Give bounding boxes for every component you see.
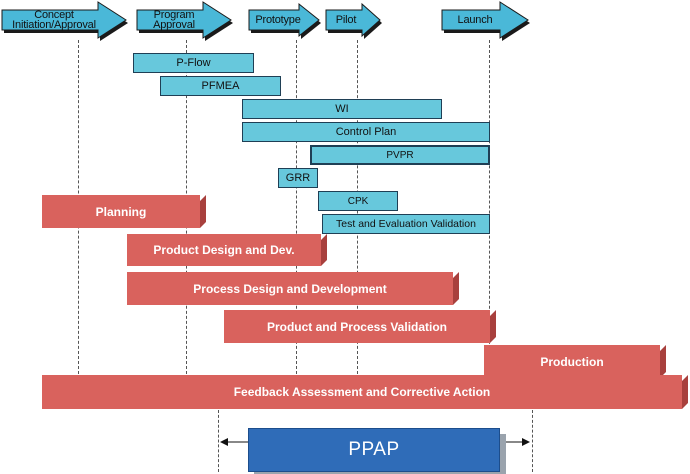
- arrow-shape-icon: [248, 2, 321, 39]
- stage-label-feedback: Feedback Assessment and Corrective Actio…: [42, 375, 682, 409]
- activity-pfmea: PFMEA: [160, 76, 281, 96]
- ppap-box: PPAP: [248, 428, 500, 472]
- activity-control-plan: Control Plan: [242, 122, 490, 142]
- activity-grr: GRR: [278, 168, 318, 188]
- arrow-shape-icon: [441, 1, 530, 41]
- activity-test-evaluation: Test and Evaluation Validation: [322, 214, 490, 234]
- stage-label-process-design: Process Design and Development: [127, 272, 453, 305]
- arrow-shape-icon: [136, 1, 233, 41]
- activity-pvpr: PVPR: [310, 145, 490, 165]
- arrow-shape-icon: [1, 1, 128, 41]
- milestone-line-launch: [489, 40, 490, 374]
- stage-label-validation: Product and Process Validation: [224, 310, 490, 343]
- phase-label-launch: Launch: [457, 14, 493, 26]
- activity-pflow: P-Flow: [133, 53, 254, 73]
- arrow-shape-icon: [325, 2, 382, 39]
- phase-label-pilot: Pilot: [335, 14, 357, 26]
- phase-arrow-pilot: Pilot: [325, 0, 382, 42]
- ppap-span-line-left: [218, 410, 219, 472]
- stage-label-planning: Planning: [42, 195, 200, 228]
- ppap-span-line-right: [532, 410, 533, 472]
- activity-wi: WI: [242, 99, 442, 119]
- arrow-right-icon: [522, 438, 530, 446]
- phase-arrow-launch: Launch: [441, 0, 530, 42]
- milestone-line-prototype: [296, 40, 297, 374]
- stage-label-product-design: Product Design and Dev.: [127, 234, 321, 266]
- arrow-left-icon: [220, 438, 228, 446]
- phase-arrow-prototype: Prototype: [248, 0, 321, 42]
- stage-label-production: Production: [484, 345, 660, 378]
- phase-label-prototype: Prototype: [255, 14, 301, 26]
- activity-cpk: CPK: [318, 191, 398, 211]
